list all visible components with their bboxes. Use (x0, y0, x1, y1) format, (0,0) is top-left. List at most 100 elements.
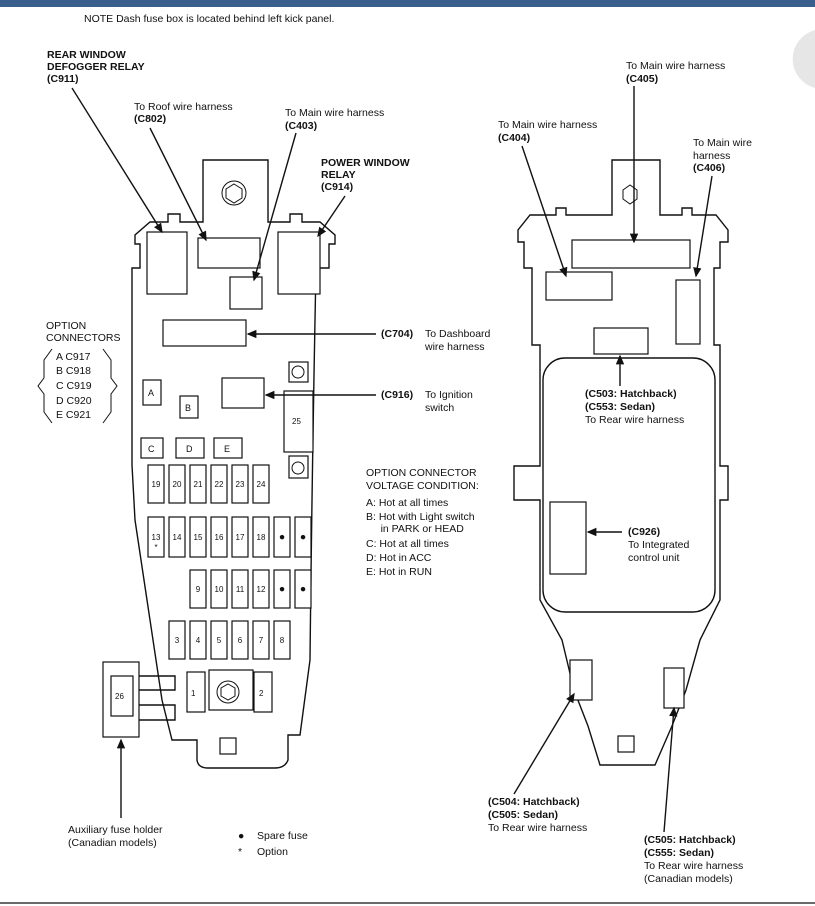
fuse-slot (210, 464, 228, 504)
svg-text:OPTION: OPTION (46, 320, 86, 332)
c404-label: To Main wire harness (C404) (498, 119, 597, 144)
fuse-number: 23 (236, 480, 245, 489)
fuse-slot (147, 516, 165, 558)
svg-text:switch: switch (425, 402, 454, 414)
fuse-number: 24 (257, 480, 266, 489)
c405-connector (571, 239, 691, 269)
svg-text:(C555: Sedan): (C555: Sedan) (644, 847, 714, 859)
fuse-slot (147, 464, 165, 504)
svg-text:VOLTAGE CONDITION:: VOLTAGE CONDITION: (366, 480, 479, 492)
svg-text:To Main wire harness: To Main wire harness (285, 107, 384, 119)
svg-text:(C406): (C406) (693, 162, 725, 174)
svg-text:RELAY: RELAY (321, 169, 356, 181)
fuse-label-2: 2 (259, 689, 264, 698)
connector-letter-e: E (224, 444, 230, 454)
svg-text:(C914): (C914) (321, 181, 353, 193)
fuse-slot (231, 516, 249, 558)
svg-text:(C704): (C704) (381, 328, 413, 340)
connector-letter-d: D (186, 444, 193, 454)
svg-text:(C405): (C405) (626, 73, 658, 85)
spare-fuse-mark: ● (279, 583, 285, 595)
fuse-number: 21 (194, 480, 203, 489)
fuse-label-26: 26 (115, 692, 124, 701)
legend-spare-symbol: ● (238, 830, 244, 842)
svg-text:(C503: Hatchback): (C503: Hatchback) (585, 388, 677, 400)
fuse-25 (283, 390, 314, 453)
fuse-slot (294, 569, 312, 609)
rear-defogger-label: REAR WINDOW DEFOGGER RELAY (C911) (47, 49, 145, 85)
svg-text:(C802): (C802) (134, 113, 166, 125)
fuse-number: 17 (236, 533, 245, 542)
fuse-number: 3 (175, 636, 180, 645)
spare-fuse-mark: ● (300, 531, 306, 543)
note-text: NOTE Dash fuse box is located behind lef… (84, 13, 334, 25)
svg-text:POWER WINDOW: POWER WINDOW (321, 157, 410, 169)
option-connectors-label: OPTION CONNECTORS A C917 B C918 C C919 D… (37, 320, 120, 424)
aux-fuse-label: Auxiliary fuse holder (Canadian models) (68, 824, 163, 849)
fuse-slot (189, 620, 207, 660)
svg-text:OPTION CONNECTOR: OPTION CONNECTOR (366, 467, 477, 479)
svg-text:To Main wire harness: To Main wire harness (498, 119, 597, 131)
svg-text:B C918: B C918 (56, 365, 91, 377)
roof-harness-label: To Roof wire harness (C802) (134, 101, 233, 125)
underside-fuse-box (513, 159, 729, 766)
scroll-edge-button[interactable] (792, 30, 815, 88)
power-window-label: POWER WINDOW RELAY (C914) (321, 157, 410, 193)
svg-text:C: Hot at all times: C: Hot at all times (366, 538, 449, 550)
c505-connector (663, 667, 685, 709)
svg-text:(C553: Sedan): (C553: Sedan) (585, 401, 655, 413)
connector-letter-c: C (148, 444, 155, 454)
svg-text:harness: harness (693, 150, 730, 162)
svg-text:(C404): (C404) (498, 132, 530, 144)
fuse-slot (168, 620, 186, 660)
c403-connector (229, 276, 263, 310)
svg-text:(C916): (C916) (381, 389, 413, 401)
window-top-bar (0, 0, 815, 7)
fuse-number: 5 (217, 636, 222, 645)
option-fuse-mark: * (154, 543, 157, 552)
svg-text:A C917: A C917 (56, 351, 91, 363)
svg-text:(C911): (C911) (47, 73, 79, 85)
c704-connector (162, 319, 247, 347)
svg-text:To Main wire: To Main wire (693, 137, 752, 149)
fuse-slot (273, 516, 291, 558)
svg-text:DEFOGGER RELAY: DEFOGGER RELAY (47, 61, 145, 73)
svg-text:D: Hot in ACC: D: Hot in ACC (366, 552, 432, 564)
c406-label: To Main wire harness (C406) (693, 137, 752, 174)
svg-text:wire harness: wire harness (424, 341, 485, 353)
c504-label: (C504: Hatchback) (C505: Sedan) To Rear … (488, 796, 587, 834)
fuse-number: 20 (173, 480, 182, 489)
svg-text:To Main wire harness: To Main wire harness (626, 60, 725, 72)
fuse-number: 6 (238, 636, 243, 645)
voltage-condition-label: OPTION CONNECTOR VOLTAGE CONDITION: A: H… (366, 467, 479, 578)
c926-connector (549, 501, 587, 575)
svg-text:(C505: Hatchback): (C505: Hatchback) (644, 834, 736, 846)
svg-text:To Rear wire harness: To Rear wire harness (644, 860, 743, 872)
fuse-number: 11 (236, 585, 245, 594)
fuse-number: 14 (173, 533, 182, 542)
fuse-2 (253, 671, 273, 713)
fuse-slot (231, 620, 249, 660)
fuse-slot (273, 620, 291, 660)
c916-connector (221, 377, 265, 409)
fuse-number: 22 (215, 480, 224, 489)
svg-text:(C403): (C403) (285, 120, 317, 132)
svg-text:(Canadian models): (Canadian models) (68, 837, 157, 849)
fuse-slot (210, 516, 228, 558)
fuse-label-25: 25 (292, 417, 301, 426)
fuse-number: 18 (257, 533, 266, 542)
svg-text:To Rear wire harness: To Rear wire harness (585, 414, 684, 426)
fuse-number: 7 (259, 636, 264, 645)
svg-text:(Canadian models): (Canadian models) (644, 873, 733, 885)
fuse-slot (294, 516, 312, 558)
c704-label: (C704) To Dashboard wire harness (381, 328, 491, 353)
fuse-number: 13 (152, 533, 161, 542)
svg-text:To Rear wire harness: To Rear wire harness (488, 822, 587, 834)
dash-fuse-box (102, 159, 336, 769)
fuse-slot (231, 464, 249, 504)
fuse-1 (186, 671, 206, 713)
fuse-slot (189, 569, 207, 609)
fuse-number: 19 (152, 480, 161, 489)
legend-spare-text: Spare fuse (257, 830, 308, 842)
